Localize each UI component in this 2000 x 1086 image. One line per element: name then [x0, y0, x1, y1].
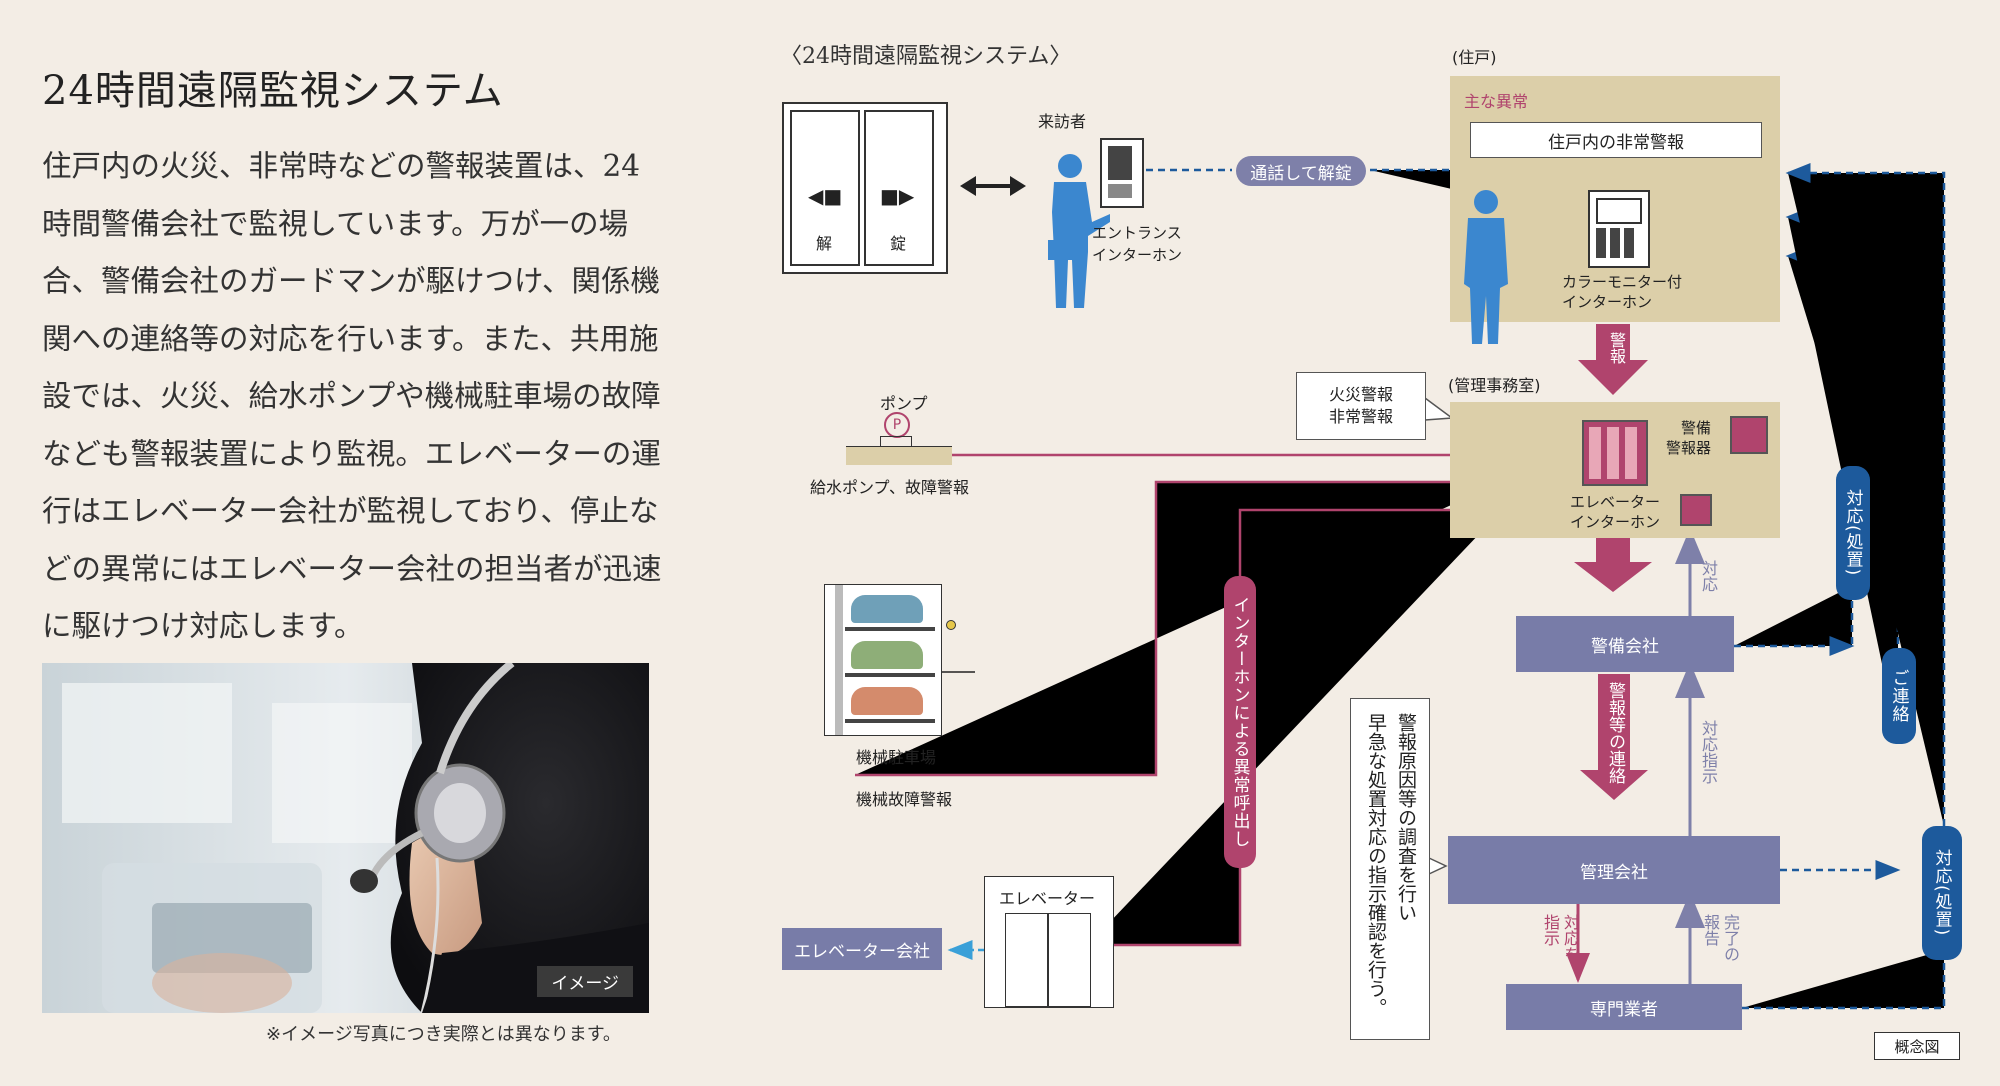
unit-label: (住戸): [1452, 48, 1497, 67]
door-left-label: 解: [816, 234, 833, 253]
control-panel-icon: [1582, 420, 1648, 486]
door-left-panel: ◀■ 解: [790, 110, 860, 266]
contact-pill: ご連絡: [1882, 648, 1916, 744]
investigation-note-box: 警報原因等の調査を行い 早急な処置対応の指示確認を行う。: [1350, 698, 1430, 1040]
response-treatment-pill-1: 対応(処置): [1836, 466, 1870, 600]
parking-structure: [824, 584, 942, 736]
security-alarm-label: 警備 警報器: [1666, 419, 1712, 457]
page-title: 24時間遠隔監視システム: [42, 68, 504, 114]
diagram-title: 〈24時間遠隔監視システム〉: [780, 44, 1072, 69]
concept-diagram-tag: 概念図: [1874, 1032, 1960, 1060]
arrow-left-icon: ◀■: [808, 184, 843, 208]
visitor-label: 来訪者: [1038, 112, 1087, 131]
elevator-box: エレベーター: [984, 876, 1114, 1008]
door-right-label: 錠: [890, 234, 907, 253]
response-treatment-pill-2: 対応(処置): [1922, 826, 1962, 960]
resident-icon: [1464, 190, 1508, 344]
request-response-label: 対応を 指示: [1541, 914, 1580, 962]
description-paragraph: 住戸内の火災、非常時などの警報装置は、24時間警備会社で監視しています。万が一の…: [42, 149, 662, 643]
pump-alarm-label: 給水ポンプ、故障警報: [810, 478, 970, 497]
elevator-intercom-device: [1680, 494, 1712, 526]
mgmt-office-label: (管理事務室): [1448, 376, 1541, 395]
specialist-box: 専門業者: [1506, 984, 1742, 1030]
mgmt-office-box: 警備 警報器 エレベーター インターホン: [1450, 402, 1780, 538]
operator-photo: イメージ: [42, 663, 649, 1013]
operator-illustration: [42, 663, 649, 1013]
fire-alarm-callout: 火災警報 非常警報: [1296, 372, 1426, 440]
auto-door: ◀■ 解 ■▶ 錠: [782, 102, 948, 274]
completion-report-label: 完了の 報告: [1701, 914, 1740, 962]
response-label: 対応: [1699, 560, 1718, 592]
elevator-company-box: エレベーター会社: [782, 928, 942, 970]
pump-ground: [846, 446, 952, 465]
pump-label: ポンプ: [880, 394, 928, 413]
elevator-intercom-label: エレベーター インターホン: [1570, 493, 1661, 531]
parking-alarm-label: 機械故障警報: [856, 790, 953, 809]
visitor-icon: [1048, 154, 1110, 308]
alarm-arrow-label: 警報: [1607, 332, 1626, 364]
entrance-intercom-label: エントランス インターホン: [1092, 224, 1183, 264]
image-tag: イメージ: [537, 966, 633, 997]
security-alarm-device: [1730, 416, 1768, 454]
door-right-panel: ■▶ 錠: [864, 110, 934, 266]
response-instruction-label: 対応指示: [1699, 720, 1718, 784]
pump-icon: P: [884, 412, 910, 438]
security-company-box: 警備会社: [1516, 616, 1734, 672]
entrance-intercom-device: [1100, 138, 1144, 208]
talk-unlock-label: 通話して解錠: [1236, 156, 1366, 186]
color-monitor-intercom-device: [1588, 190, 1650, 268]
mgmt-company-box: 管理会社: [1448, 836, 1780, 904]
color-monitor-label: カラーモニター付 インターホン: [1562, 273, 1683, 311]
alarm-contact-label: 警報等の連絡: [1605, 682, 1625, 784]
photo-caption: ※イメージ写真につき実際とは異なります。: [266, 1024, 621, 1045]
arrow-right-icon: ■▶: [880, 184, 915, 208]
parking-label: 機械駐車場: [856, 748, 937, 767]
elevator-doors: [1005, 913, 1091, 1007]
car-blue-icon: [851, 595, 923, 623]
mgmt-company-label: 管理会社: [1580, 862, 1648, 883]
parking-lamp-icon: [946, 620, 956, 630]
investigation-note-text: 警報原因等の調査を行い 早急な処置対応の指示確認を行う。: [1365, 713, 1417, 1017]
main-abnormal-label: 主な異常: [1464, 92, 1529, 111]
intercom-call-label: インターホンによる異常呼出し: [1224, 576, 1256, 868]
car-orange-icon: [851, 687, 923, 715]
unit-box: 主な異常 住戸内の非常警報 カラーモニター付 インターホン: [1450, 76, 1780, 344]
elevator-label: エレベーター: [999, 889, 1096, 908]
unit-alarm-box: 住戸内の非常警報: [1470, 122, 1762, 158]
car-green-icon: [851, 641, 923, 669]
